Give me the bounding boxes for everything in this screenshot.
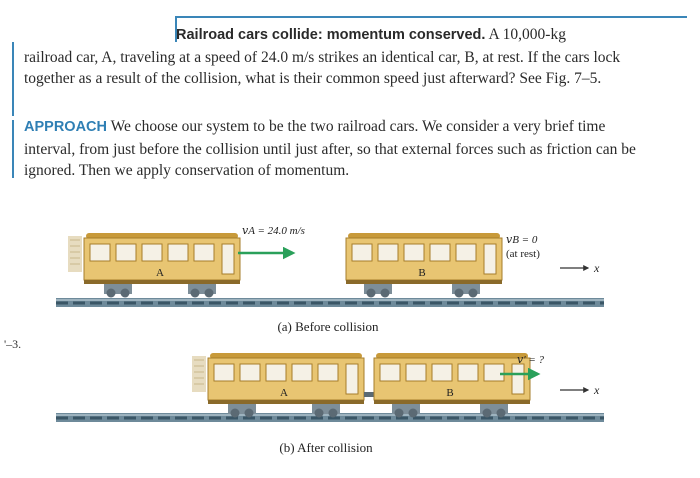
example-rule-tick <box>175 16 177 42</box>
panel-before: A 𝑣A = 24.0 m/s B 𝑣B = 0 (at rest) <box>56 225 604 334</box>
track-before <box>56 298 604 307</box>
side-figure-label: '–3. <box>4 337 21 351</box>
example-title: Railroad cars collide: momentum conserve… <box>176 27 486 43</box>
problem-first-line: A 10,000-kg <box>488 26 566 43</box>
caption-before: (a) Before collision <box>277 319 379 334</box>
example-block: Railroad cars collide: momentum conserve… <box>12 16 688 182</box>
car-b-after <box>373 353 531 418</box>
x-axis-label-before: x <box>593 261 600 275</box>
panel-after: A B 𝑣′ = ? x (b) After colli <box>56 353 604 455</box>
approach-paragraph: APPROACH We choose our system to be the … <box>24 116 648 182</box>
car-a-after <box>192 353 365 418</box>
x-axis-label-after: x <box>593 383 600 397</box>
approach-label: APPROACH <box>24 119 107 135</box>
problem-text: railroad car, A, traveling at a speed of… <box>24 48 621 88</box>
approach-text: We choose our system to be the two railr… <box>24 118 636 179</box>
railroad-collision-figure: '–3. <box>4 225 604 455</box>
coupler <box>364 392 374 397</box>
velocity-a-label: 𝑣A = 24.0 m/s <box>242 225 305 237</box>
velocity-b-label: 𝑣B = 0 <box>506 234 538 246</box>
car-a-before <box>68 233 241 298</box>
car-a-label-after: A <box>280 387 288 399</box>
example-rule-top <box>175 16 687 18</box>
car-b-before <box>345 233 503 298</box>
approach-rule-left <box>12 120 14 178</box>
velocity-after-label: 𝑣′ = ? <box>517 354 545 366</box>
car-a-label-before: A <box>156 267 164 279</box>
car-b-label-before: B <box>418 267 425 279</box>
car-b-label-after: B <box>446 387 453 399</box>
caption-after: (b) After collision <box>279 440 373 455</box>
example-rule-left <box>12 42 14 116</box>
velocity-b-note: (at rest) <box>506 248 540 260</box>
problem-paragraph: Railroad cars collide: momentum conserve… <box>24 24 648 90</box>
